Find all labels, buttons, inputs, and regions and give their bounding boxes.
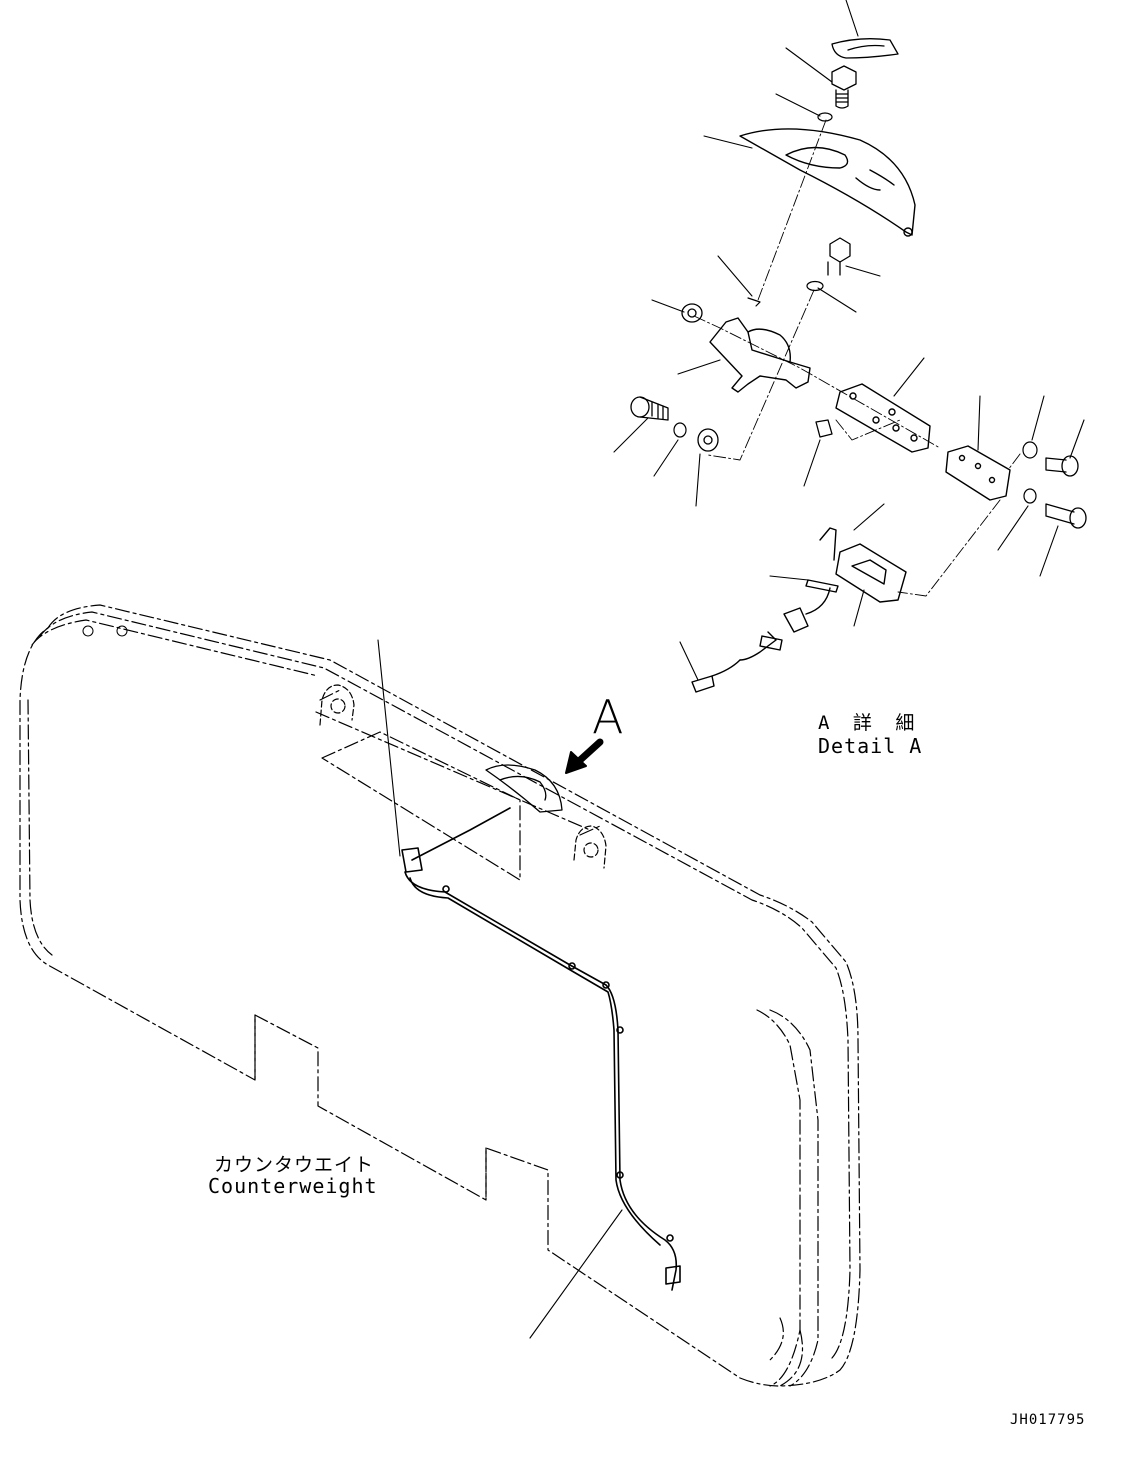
washer-right-upper [1022,441,1038,459]
view-marker-label: A [592,690,624,744]
detail-title-japanese: A 詳 細 [818,712,921,734]
lamp-cap [831,38,899,59]
washer-left [673,422,687,438]
lamp-cover [739,128,916,237]
assembly-center-lines [693,119,1021,597]
view-arrow-a [565,738,604,774]
bolt-right-upper [1045,455,1079,477]
counterweight-label-japanese: カウンタウエイト [214,1154,375,1176]
washer-top [817,112,833,122]
leader-lines-counterweight [377,639,623,1339]
drawing-number: JH017795 [1010,1412,1086,1428]
hinge-plate [835,383,931,453]
detail-title-english: Detail A [818,734,923,758]
hinge-block [945,445,1011,501]
washer-mid [806,280,824,292]
mounting-holes [82,625,128,637]
lamp-on-counterweight [485,764,563,813]
leader-lines [613,0,1085,681]
nut-left [681,303,703,323]
lifting-eye-right [573,825,607,869]
bolt-mid [827,237,851,276]
counterweight-body [19,604,861,1387]
wiring-harness [401,807,681,1291]
lifting-eye-left [319,684,355,726]
bolt-left [630,396,669,421]
clip-small [747,297,761,307]
bolt-right-lower [1045,503,1087,529]
lamp-bracket [709,317,811,393]
stopper [815,419,833,438]
switch-assembly [691,527,907,693]
bolt-top [831,65,857,109]
counterweight-label-english: Counterweight [208,1174,378,1198]
washer-right-lower [1023,488,1037,504]
nut-lower [697,428,719,452]
